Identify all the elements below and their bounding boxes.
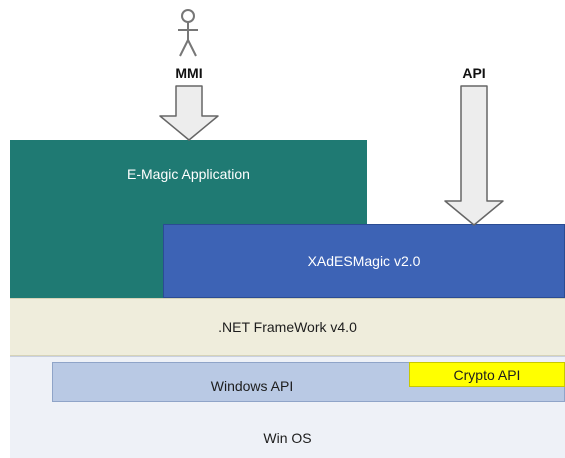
- windows-api-label: Windows API: [210, 378, 294, 394]
- crypto-api-box: Crypto API: [409, 362, 565, 387]
- stick-figure-icon: [178, 9, 198, 57]
- e-magic-application-label: E-Magic Application: [127, 166, 250, 182]
- mmi-down-arrow-icon: [159, 85, 219, 141]
- mmi-label: MMI: [175, 65, 203, 81]
- win-os-label: Win OS: [263, 430, 312, 446]
- dotnet-framework-layer: .NET FrameWork v4.0: [10, 298, 565, 356]
- api-label: API: [462, 65, 486, 81]
- xadesmagic-layer: XAdESMagic v2.0: [163, 224, 565, 298]
- api-down-arrow-icon: [444, 85, 504, 226]
